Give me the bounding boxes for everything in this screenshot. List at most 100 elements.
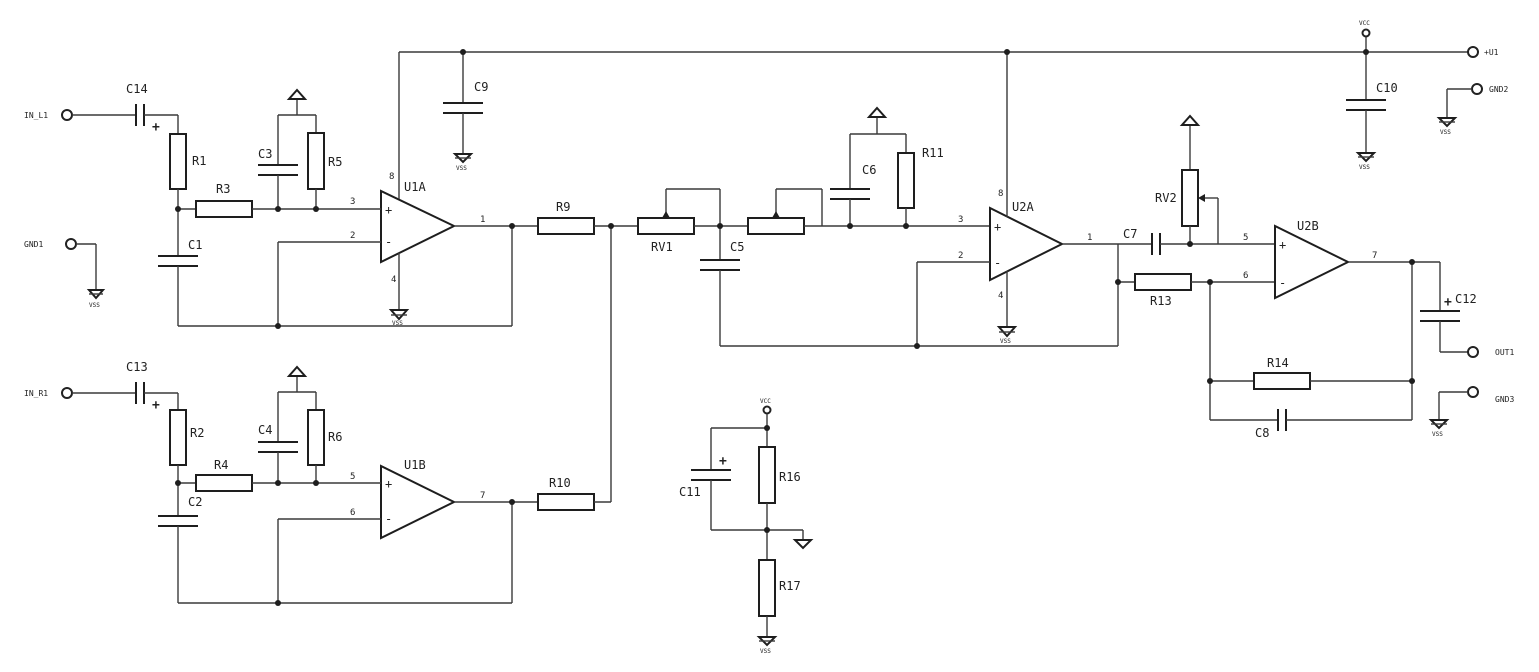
c11-capacitor: + C11 [679,427,767,531]
svg-text:R5: R5 [328,155,342,169]
c12-capacitor: + C12 [1412,261,1477,353]
svg-text:7: 7 [480,491,485,501]
rv2-potentiometer: RV2 [1155,125,1219,244]
tone-potentiometer [747,188,990,235]
r6-resistor: R6 [278,391,342,483]
svg-text:C8: C8 [1255,426,1269,440]
r3-resistor: R3 [178,182,354,218]
svg-text:8: 8 [389,172,394,182]
svg-text:C11: C11 [679,485,701,499]
svg-text:R14: R14 [1267,356,1289,370]
svg-text:+: + [152,398,160,413]
svg-text:VSS: VSS [1359,164,1370,171]
svg-text:3: 3 [350,197,355,207]
svg-text:+: + [719,454,727,469]
r1-resistor: R1 [169,115,206,209]
svg-text:6: 6 [350,508,355,518]
svg-text:IN_R1: IN_R1 [24,389,48,398]
c2-capacitor: C2 [158,483,202,603]
svg-text:C5: C5 [730,240,744,254]
svg-text:C10: C10 [1376,81,1398,95]
svg-text:VSS: VSS [1440,129,1451,136]
svg-text:+: + [1444,295,1452,310]
svg-text:5: 5 [350,472,355,482]
ground-ref-triangle-1 [286,88,308,115]
svg-text:3: 3 [958,215,963,225]
svg-text:RV2: RV2 [1155,191,1177,205]
svg-text:VSS: VSS [392,320,403,327]
c4-capacitor: C4 [258,392,298,483]
u1b-opamp: U1B 5 6 7 + - [278,458,538,540]
svg-text:-: - [385,512,392,526]
svg-text:R6: R6 [328,430,342,444]
c9-capacitor: VSS C9 [443,52,488,172]
c6-capacitor: C6 [830,134,876,226]
svg-text:C12: C12 [1455,292,1477,306]
svg-text:C2: C2 [188,495,202,509]
svg-text:6: 6 [1243,271,1248,281]
c13-capacitor: + C13 [72,360,178,413]
svg-text:4: 4 [998,291,1003,301]
u1b-feedback-wires [178,502,513,604]
svg-text:C7: C7 [1123,227,1137,241]
in-r1-port: IN_R1 [24,387,73,399]
svg-text:C6: C6 [862,163,876,177]
svg-text:C1: C1 [188,238,202,252]
gnd3-port: GND3 VSS [1428,386,1514,438]
in-l1-port: IN_L1 [24,109,73,121]
svg-text:7: 7 [1372,251,1377,261]
u2b-opamp: U2B 5 6 7 + - [1243,219,1412,300]
junction-dots [175,49,1415,606]
c1-capacitor: C1 [158,209,202,326]
r4-resistor: R4 [178,458,354,492]
r13-resistor: R13 [1118,273,1275,308]
svg-text:VCC: VCC [760,398,771,405]
svg-text:R9: R9 [556,200,570,214]
c3-capacitor: C3 [258,115,298,209]
svg-text:GND2: GND2 [1489,85,1508,94]
vcc-symbol-top: VCC [1359,20,1371,52]
out1-port: OUT1 [1467,346,1514,358]
u1-port: +U1 [1467,46,1499,58]
svg-text:GND1: GND1 [24,240,43,249]
svg-text:U1A: U1A [404,180,426,194]
svg-text:1: 1 [480,215,485,225]
svg-text:VCC: VCC [1359,20,1370,27]
svg-text:IN_L1: IN_L1 [24,111,48,120]
u2a-feedback-wires [720,244,1119,347]
ground-ref-triangle-4 [1179,114,1201,126]
u1a-opamp: U1A 3 2 1 8 4 + - VSS [350,52,512,327]
svg-text:R10: R10 [549,476,571,490]
ground-ref-triangle-3 [866,106,888,134]
svg-text:RV1: RV1 [651,240,673,254]
svg-text:R16: R16 [779,470,801,484]
gnd1-port: GND1 VSS [24,238,106,309]
svg-text:R17: R17 [779,579,801,593]
svg-text:-: - [1279,276,1286,290]
svg-text:U1B: U1B [404,458,426,472]
c8-capacitor: C8 [1210,262,1413,440]
svg-text:VSS: VSS [1432,431,1443,438]
c10-capacitor: VSS C10 [1346,52,1398,171]
svg-text:VSS: VSS [760,648,771,655]
svg-text:VSS: VSS [456,165,467,172]
svg-text:+: + [385,203,392,217]
svg-text:+: + [1279,238,1286,252]
svg-text:R4: R4 [214,458,228,472]
r10-resistor: R10 [537,226,612,511]
svg-text:R13: R13 [1150,294,1172,308]
svg-text:5: 5 [1243,233,1248,243]
svg-text:C13: C13 [126,360,148,374]
svg-text:2: 2 [958,251,963,261]
svg-text:R3: R3 [216,182,230,196]
vcc-symbol-bottom: VCC [760,398,772,428]
r17-resistor: VSS R17 [756,559,801,655]
svg-text:2: 2 [350,231,355,241]
gnd2-port: GND2 VSS [1436,83,1508,136]
ground-symbol-divider [767,529,814,550]
c5-capacitor: C5 [700,226,744,346]
svg-text:R1: R1 [192,154,206,168]
svg-text:1: 1 [1087,233,1092,243]
c14-capacitor: + C14 [72,82,178,135]
